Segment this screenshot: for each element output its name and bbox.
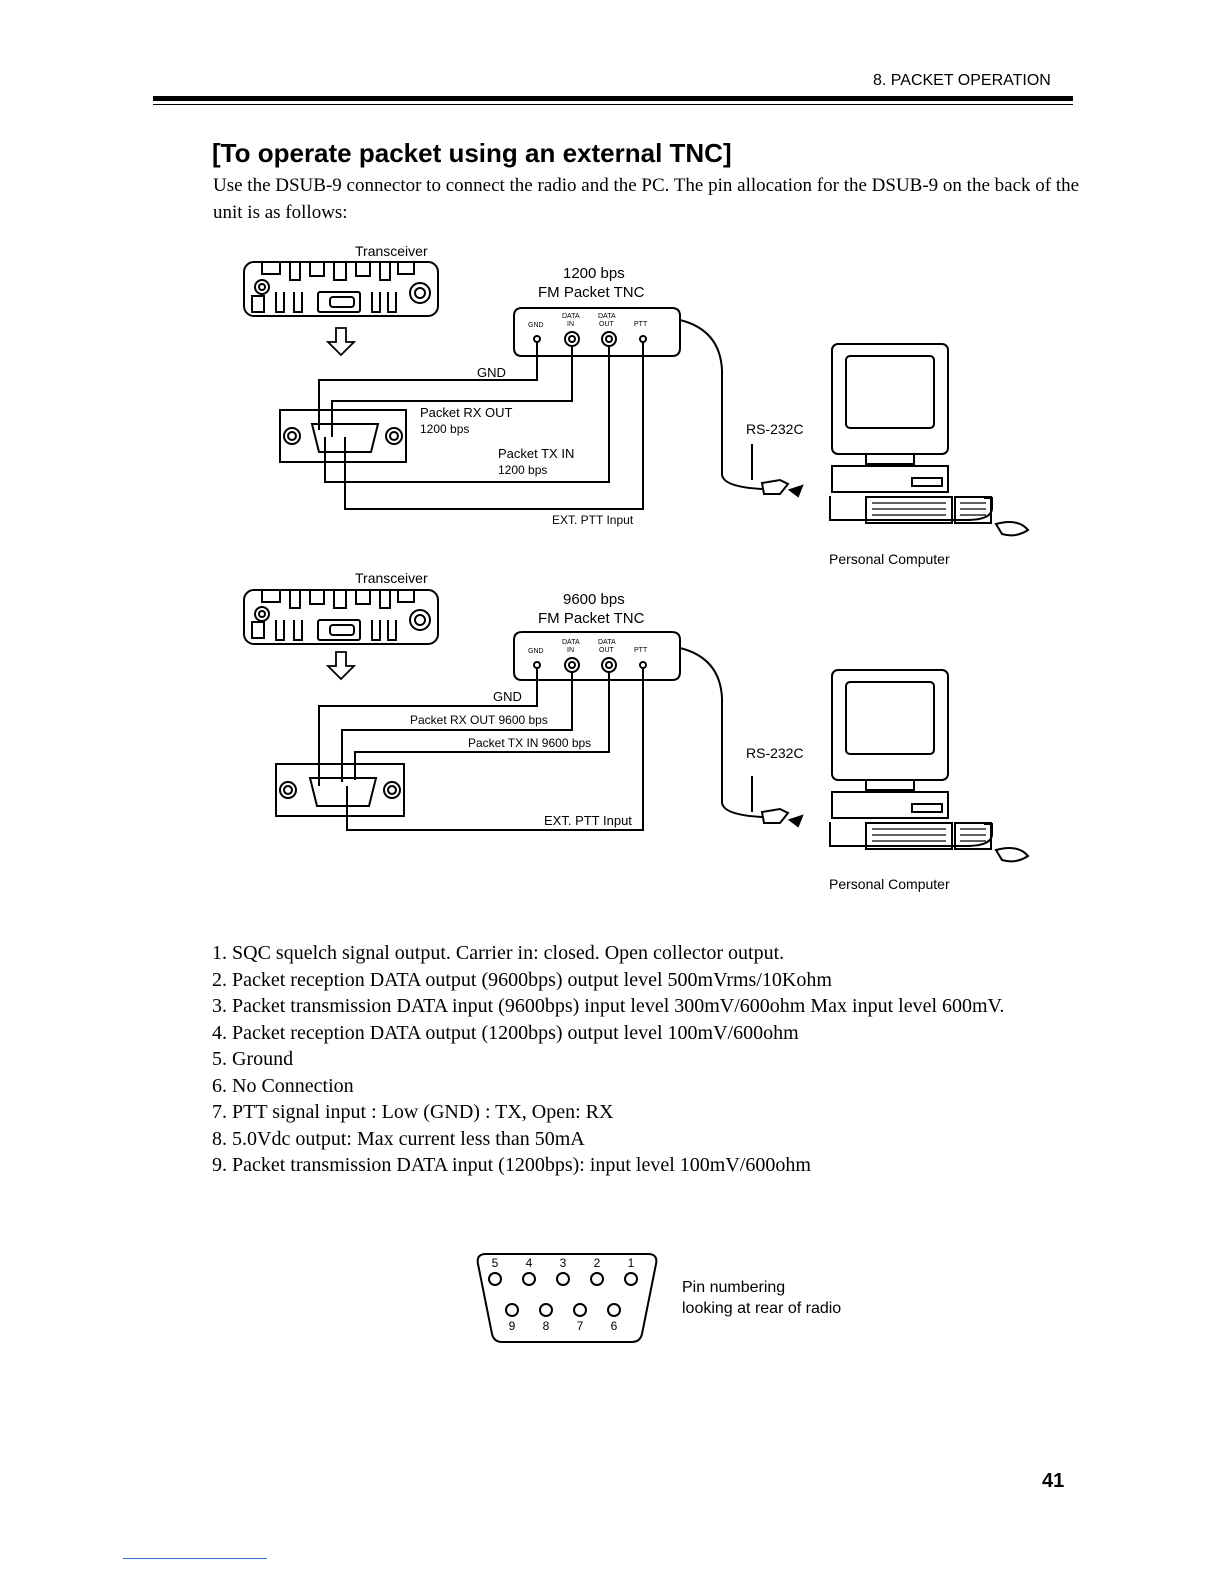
rs232-label-1200: RS-232C	[746, 421, 804, 437]
tnc-pin-dataout-a-1200: DATA	[598, 313, 616, 320]
rx-out-label-9600: Packet RX OUT 9600 bps	[410, 713, 548, 727]
rs232-plug-1200-icon	[760, 478, 804, 498]
dsub9-outline	[476, 1253, 658, 1343]
section-title: [To operate packet using an external TNC…	[212, 138, 732, 168]
tnc-name-1200: FM Packet TNC	[538, 284, 645, 301]
running-header: 8. PACKET OPERATION	[873, 72, 1051, 89]
ptt-label-1200: EXT. PTT Input	[552, 513, 634, 527]
header-rule-thick	[153, 96, 1073, 101]
tnc-pin-datain-b-1200: IN	[567, 321, 574, 328]
tnc-pin-dataout-b-9600: OUT	[599, 647, 615, 654]
connector-caption-line1: Pin numbering	[682, 1279, 785, 1296]
pin-number: 5	[492, 1256, 499, 1270]
footer-link-line	[123, 1558, 267, 1559]
transceiver-label-1200: Transceiver	[355, 243, 428, 259]
computer-1200-icon	[829, 343, 1030, 537]
header-rule-thin	[153, 104, 1073, 105]
tx-in-label-1200: Packet TX IN	[498, 446, 574, 461]
tnc-speed-1200: 1200 bps	[563, 265, 625, 282]
list-item: 2. Packet reception DATA output (9600bps…	[212, 968, 832, 991]
tnc-pin-dataout-a-9600: DATA	[598, 639, 616, 646]
pin-number: 6	[611, 1319, 618, 1333]
pc-label-1200: Personal Computer	[829, 551, 950, 567]
connector-caption-line2: looking at rear of radio	[682, 1300, 841, 1317]
rx-out-label-1200: Packet RX OUT	[420, 405, 513, 420]
transceiver-1200-icon	[243, 261, 439, 317]
list-item: 3. Packet transmission DATA input (9600b…	[212, 995, 1005, 1017]
tnc-pin-datain-a-9600: DATA	[562, 639, 580, 646]
computer-9600-icon	[829, 669, 1030, 863]
down-arrow-1200-icon	[325, 327, 357, 357]
tnc-pin-ptt-1200: PTT	[634, 321, 648, 328]
page-number: 41	[1042, 1470, 1065, 1492]
tnc-pin-ptt-9600: PTT	[634, 647, 648, 654]
tnc-pin-gnd-9600: GND	[528, 648, 544, 655]
list-item: 1. SQC squelch signal output. Carrier in…	[212, 942, 785, 964]
list-item: 9. Packet transmission DATA input (1200b…	[212, 1154, 811, 1176]
rx-out-speed-1200: 1200 bps	[420, 422, 469, 436]
pin-number: 9	[509, 1319, 516, 1333]
ptt-label-9600: EXT. PTT Input	[544, 813, 632, 828]
tx-in-label-9600: Packet TX IN 9600 bps	[468, 736, 591, 750]
rs232-plug-9600-icon	[760, 807, 804, 828]
dsub9-top-pins	[488, 1272, 638, 1286]
tnc-pin-datain-a-1200: DATA	[562, 313, 580, 320]
transceiver-label-9600: Transceiver	[355, 570, 428, 586]
wires-9600	[318, 647, 763, 831]
pin-allocation-list: 1. SQC squelch signal output. Carrier in…	[212, 940, 1084, 1179]
list-item: 5. Ground	[212, 1048, 294, 1070]
pin-number: 8	[543, 1319, 550, 1333]
pin-number: 4	[526, 1256, 533, 1270]
tnc-name-9600: FM Packet TNC	[538, 610, 645, 627]
tnc-pin-gnd-1200: GND	[528, 322, 544, 329]
list-item: 6. No Connection	[212, 1074, 354, 1097]
gnd-label-9600: GND	[493, 689, 522, 704]
down-arrow-9600-icon	[325, 651, 357, 681]
intro-paragraph: Use the DSUB-9 connector to connect the …	[213, 175, 1080, 223]
rs232-label-9600: RS-232C	[746, 745, 804, 761]
pin-number: 7	[577, 1319, 584, 1333]
pc-label-9600: Personal Computer	[829, 876, 950, 892]
tx-in-speed-1200: 1200 bps	[498, 463, 547, 477]
dsub9-bottom-pins	[505, 1303, 621, 1317]
list-item: 4. Packet reception DATA output (1200bps…	[212, 1021, 799, 1044]
list-item: 7. PTT signal input : Low (GND) : TX, Op…	[212, 1101, 614, 1123]
tnc-speed-9600: 9600 bps	[563, 591, 625, 608]
tnc-pin-dataout-b-1200: OUT	[599, 321, 615, 328]
transceiver-9600-icon	[243, 589, 439, 645]
pin-number: 1	[628, 1256, 635, 1270]
dsub-connector-1200	[279, 409, 407, 463]
gnd-label-1200: GND	[477, 365, 506, 380]
wires-1200	[318, 319, 763, 510]
list-item: 8. 5.0Vdc output: Max current less than …	[212, 1127, 585, 1150]
pin-number: 3	[560, 1256, 567, 1270]
pin-number: 2	[594, 1256, 601, 1270]
tnc-pin-datain-b-9600: IN	[567, 647, 574, 654]
wiring-diagrams: Transceiver 1200 bps FM Packet TNC GND D…	[243, 243, 1030, 892]
